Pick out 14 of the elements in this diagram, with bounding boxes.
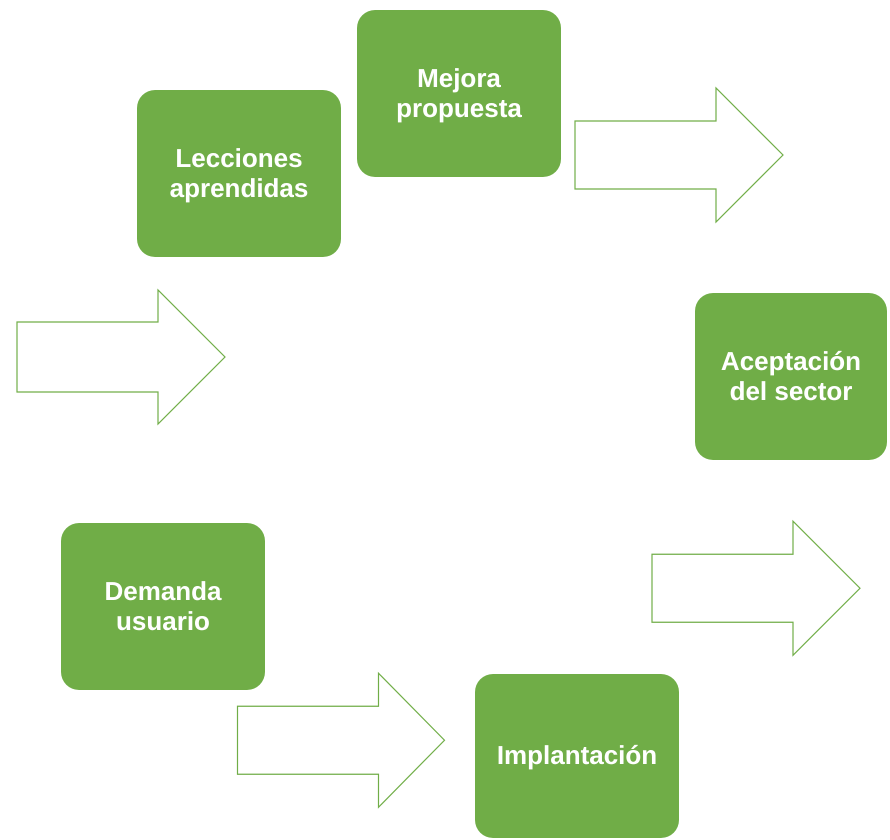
process-box — [357, 10, 561, 177]
process-box — [475, 674, 679, 838]
block-arrow — [16, 288, 226, 426]
box-label: Mejora propuesta — [395, 64, 523, 124]
box-label: Aceptación del sector — [720, 346, 862, 406]
block-arrow — [574, 86, 784, 224]
process-box — [695, 293, 887, 460]
block-arrow — [236, 672, 446, 809]
block-arrow — [651, 520, 861, 657]
box-label: Lecciones aprendidas — [168, 144, 310, 204]
box-label: Implantación — [496, 741, 658, 771]
process-box — [137, 90, 341, 257]
box-label: Demanda usuario — [103, 576, 223, 636]
process-box — [61, 523, 265, 690]
